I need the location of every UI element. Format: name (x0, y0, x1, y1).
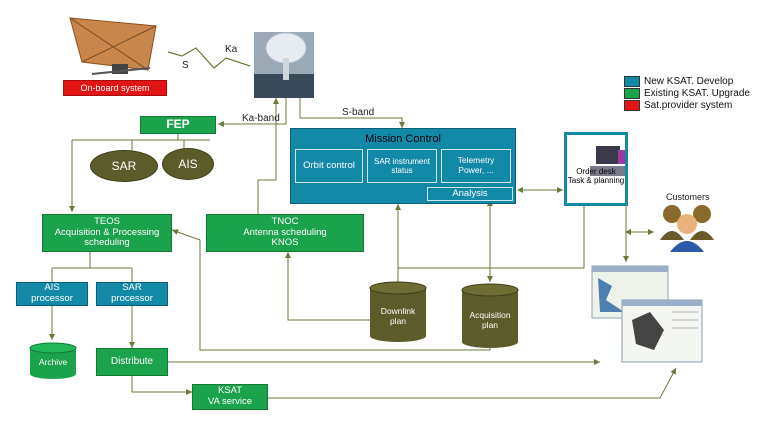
order-desk-label: Order desk Task & planning (567, 167, 625, 185)
legend-label: Sat.provider system (644, 100, 733, 111)
analysis-box: Analysis (427, 187, 513, 201)
ka-link-label: Ka (225, 44, 238, 55)
link-teos-processors (51, 252, 133, 282)
legend-swatch-green (624, 88, 640, 99)
link-orderdesk-plans (398, 206, 585, 282)
s-link-label: S (182, 60, 189, 71)
on-board-system-box: On-board system (63, 80, 167, 96)
mission-control-title: Mission Control (365, 133, 441, 145)
archive-label: Archive (38, 357, 68, 367)
tnoc-box: TNOC Antenna scheduling KNOS (206, 214, 364, 252)
ka-band-label: Ka-band (242, 113, 280, 124)
ais-ellipse: AIS (162, 148, 214, 180)
orbit-control-box: Orbit control (295, 149, 363, 183)
s-band-label: S-band (342, 107, 375, 118)
satellite-icon (69, 17, 157, 75)
order-desk-line1: Order desk (576, 167, 616, 176)
legend-item-existing: Existing KSAT. Upgrade (624, 88, 750, 99)
legend-swatch-red (624, 100, 640, 111)
acquisition-plan-label: Acquisition plan (469, 310, 511, 331)
s-link-zigzag (167, 47, 251, 69)
downlink-plan-label: Downlink plan (380, 306, 416, 327)
link-tnoc-antenna (257, 98, 279, 214)
teos-box: TEOS Acquisition & Processing scheduling (42, 214, 172, 252)
link-antenna-mission (299, 98, 405, 128)
web-client-screenshots (591, 265, 703, 363)
distribute-box: Distribute (96, 348, 168, 376)
sar-status-box: SAR instrument status (367, 149, 437, 183)
customers-icon (660, 205, 714, 252)
ground-antenna-icon (254, 32, 314, 98)
legend-label: Existing KSAT. Upgrade (644, 88, 750, 99)
sar-ellipse: SAR (90, 150, 158, 182)
ais-processor-box: AIS processor (16, 282, 88, 306)
ksat-va-service-box: KSAT VA service (192, 384, 268, 410)
sar-processor-box: SAR processor (96, 282, 168, 306)
fep-box: FEP (140, 116, 216, 134)
link-antenna-fep (218, 98, 287, 127)
order-desk-icon (590, 146, 626, 176)
legend-item-new: New KSAT. Develop (624, 76, 733, 87)
legend-item-provider: Sat.provider system (624, 100, 732, 111)
legend-swatch-blue (624, 76, 640, 87)
link-distribute-va (131, 376, 192, 395)
archive-cylinder (29, 342, 77, 379)
link-acq-teos (171, 229, 491, 351)
order-desk-panel: Order desk Task & planning (564, 132, 628, 206)
mission-control-panel: Mission Control Orbit control SAR instru… (290, 128, 516, 204)
acquisition-plan-cylinder (461, 283, 519, 348)
link-fep-sar-ais (72, 134, 210, 150)
telemetry-box: Telemetry Power, ... (441, 149, 511, 183)
customers-label: Customers (666, 192, 710, 202)
downlink-plan-cylinder (369, 281, 427, 342)
order-desk-line2: Task & planning (567, 176, 625, 186)
link-downlink-tnoc (285, 252, 370, 321)
legend-label: New KSAT. Develop (644, 76, 734, 87)
link-va-screens (268, 367, 677, 399)
